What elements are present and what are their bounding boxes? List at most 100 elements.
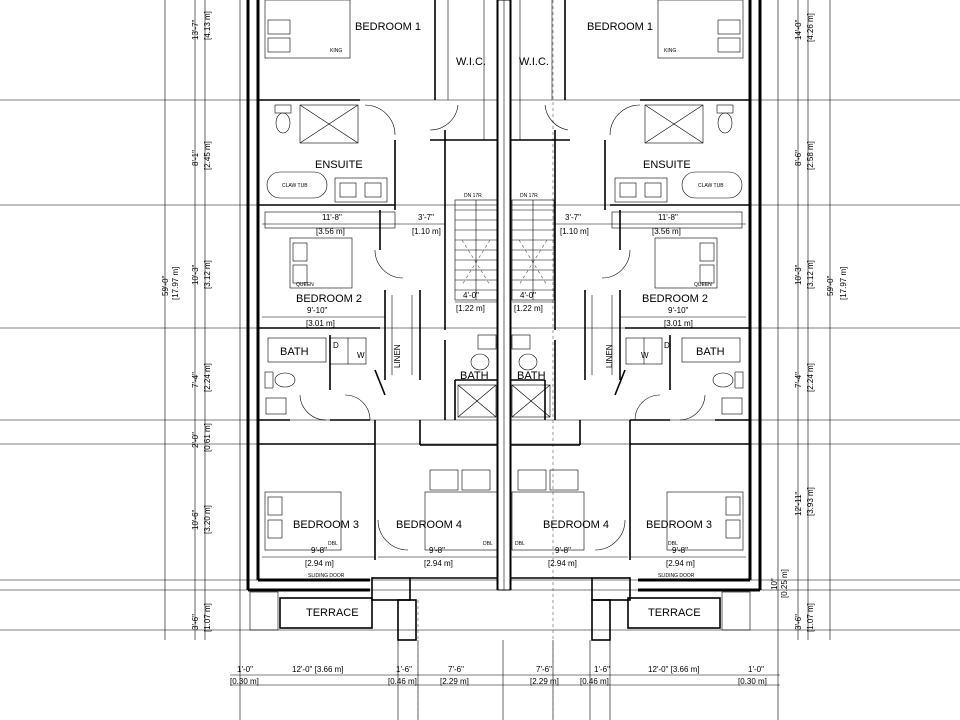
- right-sliding-door-label: SLIDING DOOR: [658, 573, 695, 579]
- left-bed2-width: 11'-8": [322, 213, 342, 222]
- right-bedroom4-label: BEDROOM 4: [543, 519, 609, 531]
- right-v6m: [3.93 m]: [806, 487, 815, 516]
- right-linen-label: LINEN: [605, 344, 614, 368]
- right-terrace-label: TERRACE: [648, 607, 701, 619]
- terrace: [249, 577, 751, 641]
- right-dryer-label: D: [664, 341, 670, 350]
- left-v2m: [2.45 m]: [203, 141, 212, 170]
- left-b4m: [2.29 m]: [440, 677, 469, 686]
- exterior-walls: [246, 0, 762, 592]
- right-b3: 1'-6": [594, 665, 610, 674]
- left-stair-width-m: [1.22 m]: [456, 304, 485, 313]
- left-v6: 10'-6": [191, 509, 200, 530]
- left-v4: 7'-4": [191, 372, 200, 388]
- right-v7am: [0.25 m]: [780, 569, 789, 598]
- fixtures-left: [264, 0, 498, 551]
- right-b3m: [0.46 m]: [580, 677, 609, 686]
- left-dryer-label: D: [333, 341, 339, 350]
- left-unit-labels: BEDROOM 1 KING W.I.C. ENSUITE CLAW TUB B…: [280, 21, 493, 619]
- left-stair-label: DN 17R: [464, 193, 482, 199]
- right-b1: 1'-0": [748, 665, 764, 674]
- left-linen-label: LINEN: [393, 344, 402, 368]
- left-total-m: [17.97 m]: [171, 267, 180, 300]
- left-v7m: [1.07 m]: [203, 603, 212, 632]
- right-b2: 12'-0" [3.66 m]: [648, 665, 700, 674]
- left-vertical-dims: 13'-7" [4.13 m] 8'-1" [2.45 m] 10'-3" [3…: [161, 11, 212, 632]
- right-bed2-width-m: [3.56 m]: [652, 227, 681, 236]
- right-vertical-dims: 14'-0" [4.26 m] 8'-6" [2.58 m] 10'-3" [3…: [770, 13, 848, 632]
- right-v7a: 10": [770, 578, 779, 590]
- right-bedroom3-label: BEDROOM 3: [646, 519, 712, 531]
- right-total-m: [17.97 m]: [839, 267, 848, 300]
- left-v7: 3'-6": [191, 614, 200, 630]
- left-v6m: [3.20 m]: [203, 505, 212, 534]
- right-b4: 7'-6": [536, 665, 552, 674]
- bottom-dims: 1'-0" [0.30 m] 12'-0" [3.66 m] 1'-6" [0.…: [230, 665, 780, 686]
- right-bed3-size-label: DBL: [668, 541, 678, 547]
- left-v1m: [4.13 m]: [203, 11, 212, 40]
- left-v5: 2'-0": [191, 432, 200, 448]
- right-stair-label: DN 17R: [520, 193, 538, 199]
- right-v2m: [2.58 m]: [806, 141, 815, 170]
- left-b3m: [0.46 m]: [388, 677, 417, 686]
- right-hall-width-m: [1.10 m]: [560, 227, 589, 236]
- left-bed4-size-label: DBL: [483, 541, 493, 547]
- right-bedroom1-label: BEDROOM 1: [587, 21, 653, 33]
- left-bed4-width-m: [2.94 m]: [424, 559, 453, 568]
- right-bath-small-label: BATH: [517, 370, 546, 382]
- left-total: 59'-0": [161, 275, 170, 296]
- right-v7m: [1.07 m]: [806, 603, 815, 632]
- left-bath-small-label: BATH: [460, 370, 489, 382]
- left-bedroom3-label: BEDROOM 3: [293, 519, 359, 531]
- right-bed1-size-label: KING: [664, 48, 676, 54]
- left-v3m: [3.12 m]: [203, 260, 212, 289]
- right-v1: 14'-0": [794, 19, 803, 40]
- right-v3m: [3.12 m]: [806, 260, 815, 289]
- right-b1m: [0.30 m]: [738, 677, 767, 686]
- right-stair-width-m: [1.22 m]: [514, 304, 543, 313]
- right-bed4-size-label: DBL: [515, 541, 525, 547]
- left-hall-width: 3'-7": [418, 213, 434, 222]
- right-wic-label: W.I.C.: [519, 56, 549, 68]
- left-bed4-width: 9'-8": [429, 546, 445, 555]
- right-bath-label: BATH: [696, 346, 725, 358]
- right-bed2-depth: 9'-10": [668, 306, 689, 315]
- fixtures-right: [511, 0, 744, 551]
- stairs: [454, 199, 555, 301]
- right-ensuite-label: ENSUITE: [643, 159, 691, 171]
- left-b1: 1'-0": [237, 665, 253, 674]
- left-stair-width: 4'-0": [463, 291, 479, 300]
- right-claw-tub-label: CLAW TUB: [698, 183, 724, 189]
- right-v7: 3'-6": [794, 614, 803, 630]
- left-bed2-depth-m: [3.01 m]: [306, 319, 335, 328]
- right-b4m: [2.29 m]: [530, 677, 559, 686]
- right-bed4-width-m: [2.94 m]: [548, 559, 577, 568]
- left-hall-width-m: [1.10 m]: [412, 227, 441, 236]
- left-bedroom1-label: BEDROOM 1: [355, 21, 421, 33]
- right-v3: 10'-3": [794, 264, 803, 285]
- left-bedroom2-label: BEDROOM 2: [296, 293, 362, 305]
- left-v4m: [2.24 m]: [203, 363, 212, 392]
- left-b3: 1'-6": [396, 665, 412, 674]
- right-v1m: [4.26 m]: [806, 13, 815, 42]
- door-swings: [299, 104, 706, 551]
- left-bed3-width-m: [2.94 m]: [305, 559, 334, 568]
- right-stair-width: 4'-0": [520, 291, 536, 300]
- left-bed1-size-label: KING: [330, 48, 342, 54]
- right-bed3-width: 9'-8": [672, 546, 688, 555]
- right-v6: 12'-11": [794, 492, 803, 516]
- left-ensuite-label: ENSUITE: [315, 159, 363, 171]
- left-sliding-door-label: SLIDING DOOR: [308, 573, 345, 579]
- right-bed2-depth-m: [3.01 m]: [664, 319, 693, 328]
- right-bed3-width-m: [2.94 m]: [666, 559, 695, 568]
- left-claw-tub-label: CLAW TUB: [282, 183, 308, 189]
- left-b2: 12'-0" [3.66 m]: [292, 665, 344, 674]
- right-bedroom2-label: BEDROOM 2: [642, 293, 708, 305]
- left-v1: 13'-7": [191, 19, 200, 40]
- left-wic-label: W.I.C.: [456, 56, 486, 68]
- left-washer-label: W: [357, 351, 365, 360]
- room-dim-lines: [262, 223, 746, 558]
- left-v2: 8'-1": [191, 150, 200, 166]
- left-bed2-width-m: [3.56 m]: [316, 227, 345, 236]
